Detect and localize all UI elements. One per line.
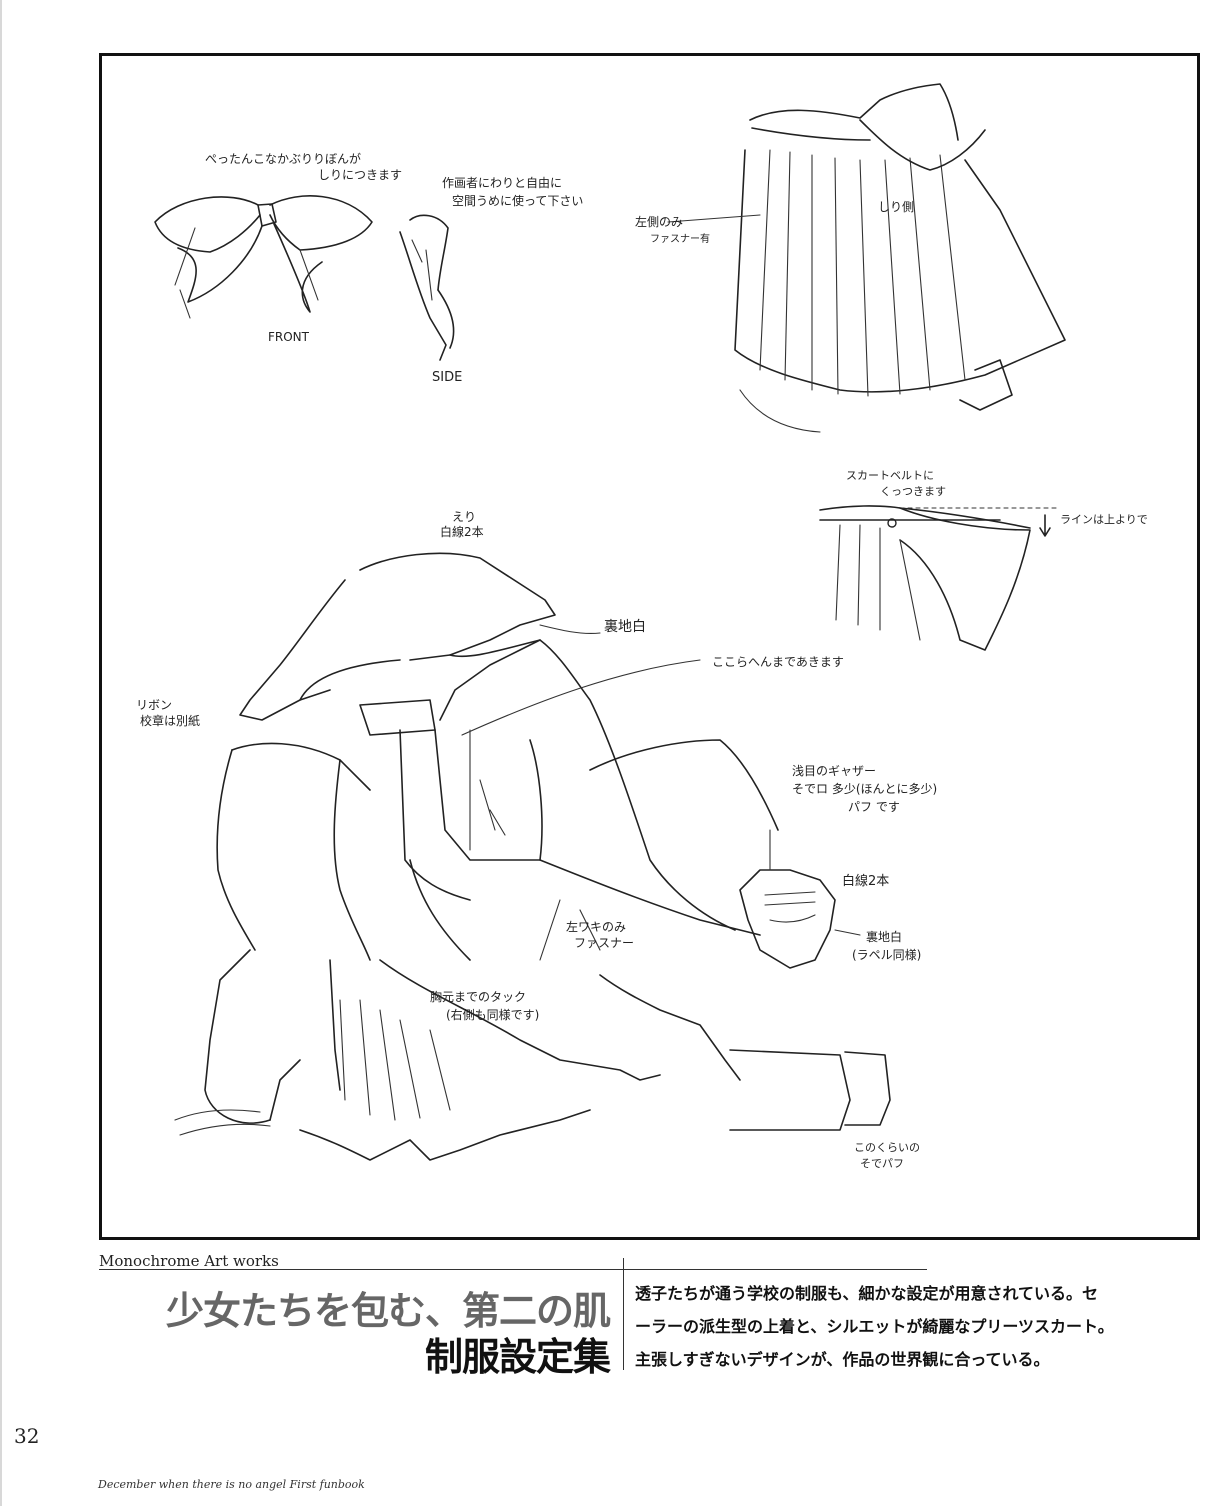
footer-title: December when there is no angel First fu… xyxy=(98,1478,365,1491)
note-collar-1: えり xyxy=(452,510,477,524)
note-cuff-back-1: 裏地白 xyxy=(866,930,903,944)
note-back-side: しり側 xyxy=(878,200,915,214)
subhead: 制服設定集 xyxy=(424,1334,611,1379)
illustration-frame xyxy=(99,53,1200,1240)
body-text: 透子たちが通う学校の制服も、細かな設定が用意されている。セ ーラーの派生型の上着… xyxy=(635,1277,1195,1376)
body-line: 透子たちが通う学校の制服も、細かな設定が用意されている。セ xyxy=(635,1284,1099,1303)
note-side-fastener-2: ファスナー xyxy=(574,936,635,950)
note-tuck-2: (右側も同様です) xyxy=(446,1008,540,1022)
note-bow-side-1: 作画者にわりと自由に xyxy=(442,176,563,190)
body-line: 主張しすぎないデザインが、作品の世界観に合っている。 xyxy=(635,1350,1050,1369)
note-cuff-line: 白線2本 xyxy=(842,874,890,889)
belt-detail-sketch xyxy=(819,505,1061,651)
note-gather-2: そでロ 多少(ほんとに多少) xyxy=(792,782,938,796)
bow-front-sketch xyxy=(154,195,373,319)
note-bow-top-2: しりにつきます xyxy=(318,168,403,182)
section-label: Monochrome Art works xyxy=(99,1252,279,1270)
note-cuff-back-2: (ラペル同様) xyxy=(852,948,922,962)
note-front: FRONT xyxy=(268,330,309,344)
note-fastener-1: 左側のみ xyxy=(635,215,684,229)
note-belt-2: くっつきます xyxy=(880,485,946,498)
note-back-color: 裏地白 xyxy=(604,619,646,635)
note-collar-2: 白線2本 xyxy=(440,525,484,539)
note-gather-3: パフ です xyxy=(848,800,900,814)
note-tuck-1: 胸元までのタック xyxy=(430,990,527,1004)
note-ribbon-1: リボン xyxy=(136,698,173,712)
skirt-sketch xyxy=(734,83,1066,433)
note-ribbon-2: 校章は別紙 xyxy=(140,714,201,728)
note-bow-side-2: 空間うめに使って下さい xyxy=(452,194,584,208)
note-fastener-2: ファスナー有 xyxy=(650,234,710,245)
note-bow-top-1: ぺったんこなかぶりりぼんが xyxy=(205,152,362,166)
jacket-sketch xyxy=(174,552,891,1161)
note-puff-2: そでパフ xyxy=(860,1157,904,1170)
note-belt-1: スカートベルトに xyxy=(846,469,934,482)
callout-lines xyxy=(461,214,861,961)
body-line: ーラーの派生型の上着と、シルエットが綺麗なプリーツスカート。 xyxy=(635,1317,1114,1336)
note-gather-1: 浅目のギャザー xyxy=(792,764,877,778)
note-side-fastener-1: 左ワキのみ xyxy=(566,920,627,934)
page-edge xyxy=(0,0,2,1506)
bow-side-sketch xyxy=(399,214,455,361)
note-opening: ここらへんまであきます xyxy=(712,655,844,669)
note-line: ラインは上よりで xyxy=(1060,513,1148,526)
vertical-divider xyxy=(623,1258,624,1370)
section-rule xyxy=(99,1269,927,1270)
page-number: 32 xyxy=(14,1424,40,1448)
note-side: SIDE xyxy=(432,370,463,385)
headline: 少女たちを包む、第二の肌 xyxy=(165,1288,611,1333)
note-puff-1: このくらいの xyxy=(854,1141,920,1154)
